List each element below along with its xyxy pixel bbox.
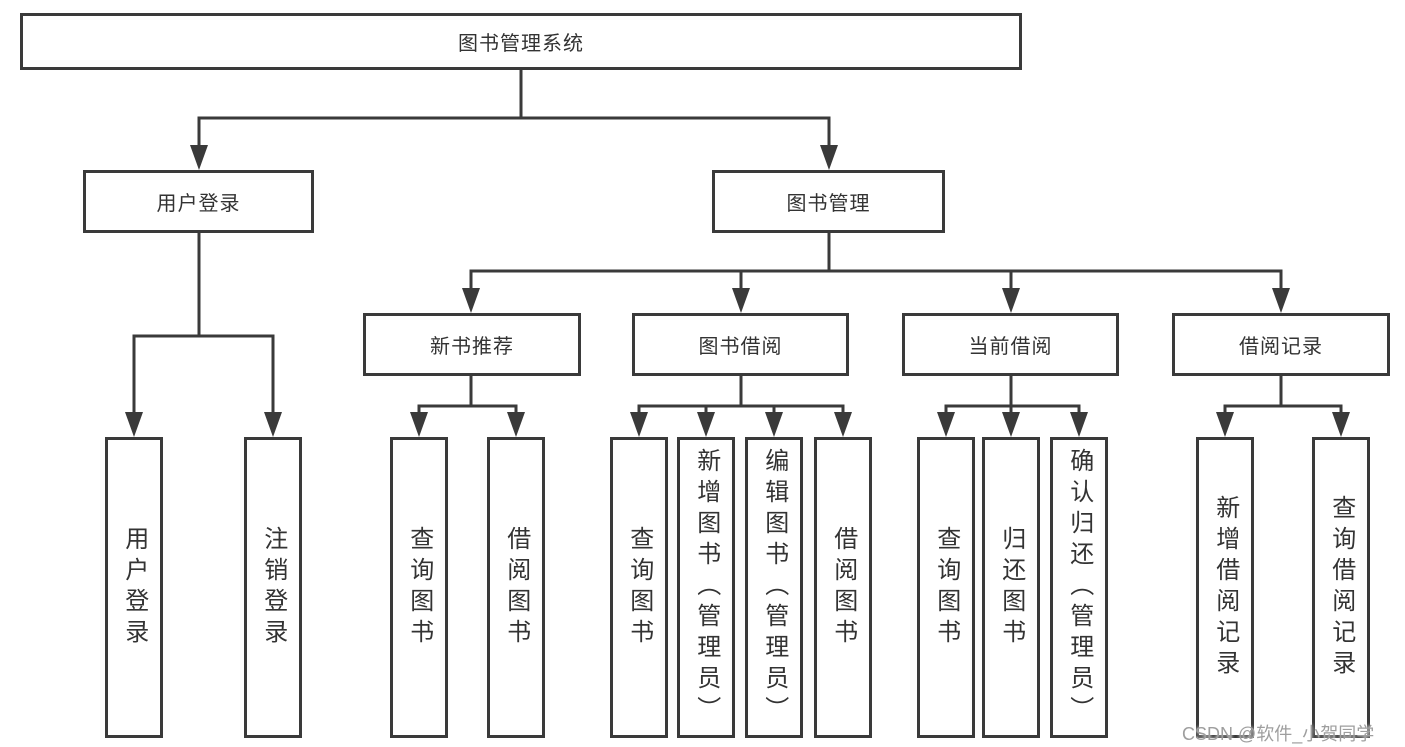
arrowhead-icon [834,412,852,437]
connector-new-book-recommend-to-leaves [410,373,525,437]
connector-line [944,373,1081,418]
node-book-management-label: 图书管理 [786,193,871,215]
connector-borrow-record-to-leaves [1216,373,1350,437]
leaf-borrow-add-book: 新增图书（管理员） [677,437,735,738]
connector-line [417,373,518,418]
leaf-current-return-book: 归还图书 [982,437,1040,738]
connector-root-to-level2 [190,67,838,170]
connector-user-login-to-leaves [125,231,282,437]
leaf-record-query-label: 查询借阅记录 [1327,494,1355,681]
arrowhead-icon [820,145,838,170]
arrowhead-icon [937,412,955,437]
leaf-current-query-book-label: 查询图书 [932,525,960,650]
arrowhead-icon [462,288,480,313]
leaf-borrow-query-book: 查询图书 [610,437,668,738]
leaf-logout: 注销登录 [244,437,302,738]
connector-line [637,373,845,418]
arrowhead-icon [1332,412,1350,437]
leaf-recommend-borrow-book-label: 借阅图书 [502,525,530,650]
node-new-book-recommend: 新书推荐 [363,313,581,376]
arrowhead-icon [1272,288,1290,313]
leaf-borrow-query-book-label: 查询图书 [625,525,653,650]
leaf-current-confirm-return: 确认归还（管理员） [1050,437,1108,738]
arrowhead-icon [507,412,525,437]
leaf-borrow-edit-book-label: 编辑图书（管理员） [760,448,788,727]
node-borrow-record: 借阅记录 [1172,313,1390,376]
leaf-recommend-query-book-label: 查询图书 [405,525,433,650]
leaf-recommend-query-book: 查询图书 [390,437,448,738]
arrowhead-icon [1216,412,1234,437]
leaf-current-return-book-label: 归还图书 [997,525,1025,650]
connector-line [132,231,275,418]
arrowhead-icon [264,412,282,437]
node-root: 图书管理系统 [20,13,1022,70]
arrowhead-icon [1070,412,1088,437]
leaf-user-login-label: 用户登录 [120,525,148,650]
arrowhead-icon [410,412,428,437]
leaf-borrow-edit-book: 编辑图书（管理员） [745,437,803,738]
node-root-label: 图书管理系统 [458,33,584,55]
node-new-book-recommend-label: 新书推荐 [430,336,514,358]
leaf-current-confirm-return-label: 确认归还（管理员） [1065,448,1093,727]
connector-book-management-to-level3 [462,231,1290,313]
node-user-login-label: 用户登录 [156,193,241,215]
connector-line [197,67,831,152]
arrowhead-icon [732,288,750,313]
leaf-recommend-borrow-book: 借阅图书 [487,437,545,738]
leaf-current-query-book: 查询图书 [917,437,975,738]
node-borrow-record-label: 借阅记录 [1239,336,1323,358]
leaf-logout-label: 注销登录 [259,525,287,650]
leaf-record-add: 新增借阅记录 [1196,437,1254,738]
arrowhead-icon [630,412,648,437]
connector-current-borrow-to-leaves [937,373,1088,437]
node-user-login: 用户登录 [83,170,314,233]
node-book-borrow-label: 图书借阅 [698,336,783,358]
csdn-watermark: CSDN @软件_小贺同学 [1182,724,1375,744]
leaf-borrow-add-book-label: 新增图书（管理员） [692,448,720,727]
leaf-user-login: 用户登录 [105,437,163,738]
node-current-borrow: 当前借阅 [902,313,1119,376]
connector-book-borrow-to-leaves [630,373,852,437]
arrowhead-icon [125,412,143,437]
connector-line [1223,373,1343,418]
arrowhead-icon [1002,288,1020,313]
connector-line [469,231,1283,294]
leaf-borrow-borrow-book-label: 借阅图书 [829,525,857,650]
node-book-borrow: 图书借阅 [632,313,849,376]
node-book-management: 图书管理 [712,170,945,233]
leaf-record-add-label: 新增借阅记录 [1211,494,1239,681]
arrowhead-icon [765,412,783,437]
arrowhead-icon [190,145,208,170]
node-current-borrow-label: 当前借阅 [968,336,1053,358]
leaf-record-query: 查询借阅记录 [1312,437,1370,738]
arrowhead-icon [1002,412,1020,437]
arrowhead-icon [697,412,715,437]
leaf-borrow-borrow-book: 借阅图书 [814,437,872,738]
